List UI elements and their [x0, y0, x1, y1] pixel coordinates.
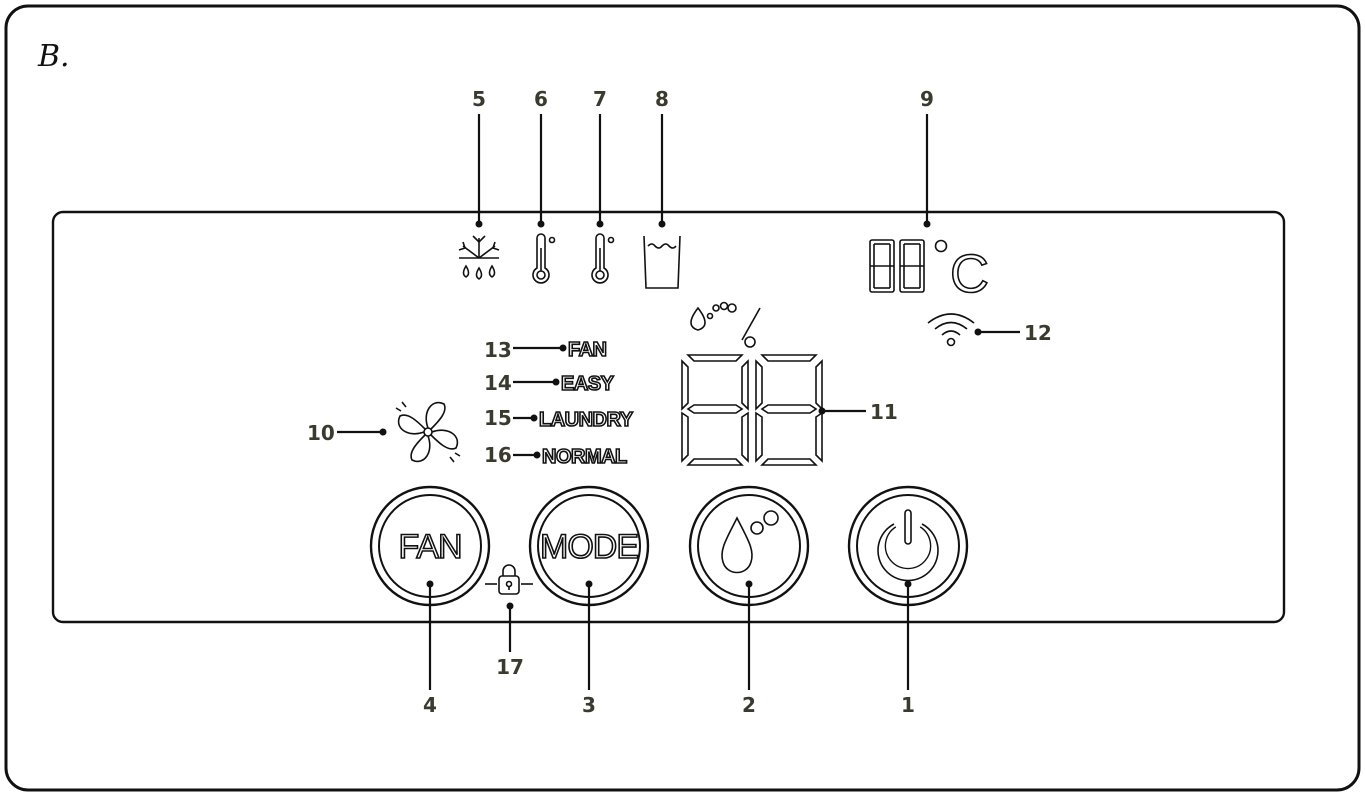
callout-10: 10: [307, 421, 387, 445]
callout-7: 7: [593, 87, 607, 228]
mode-label-easy: EASY: [561, 373, 615, 395]
svg-text:9: 9: [920, 87, 934, 111]
droplet-button-icon: [721, 510, 779, 574]
callout-12: 12: [974, 321, 1052, 345]
humidity-digits: [681, 354, 823, 466]
svg-text:5: 5: [472, 87, 486, 111]
callout-6: 6: [534, 87, 548, 228]
mode-indicator-laundry: 15 LAUNDRY: [484, 406, 635, 432]
mode-indicator-easy: 14 EASY: [484, 371, 616, 396]
seven-seg-digit-large: [755, 354, 823, 466]
mode-button-label: MODE: [540, 528, 638, 566]
mode-indicator-fan: 13 FAN: [484, 338, 608, 362]
svg-text:16: 16: [484, 443, 512, 467]
svg-text:7: 7: [593, 87, 607, 111]
svg-text:3: 3: [582, 693, 596, 717]
degree-symbol: [934, 239, 948, 253]
svg-text:1: 1: [901, 693, 915, 717]
fan-icon: [395, 401, 461, 463]
fan-button-label: FAN: [398, 528, 461, 566]
callout-17: 17: [496, 602, 524, 679]
mode-indicator-normal: 16 NORMAL: [484, 443, 628, 469]
svg-text:17: 17: [496, 655, 524, 679]
callout-9: 9: [920, 87, 934, 228]
callout-4: 4: [423, 580, 437, 717]
svg-text:2: 2: [742, 693, 756, 717]
temperature-digits: C: [869, 239, 990, 305]
svg-text:14: 14: [484, 371, 512, 395]
svg-text:12: 12: [1024, 321, 1052, 345]
svg-text:6: 6: [534, 87, 548, 111]
svg-text:13: 13: [484, 338, 512, 362]
figure-label: B.: [37, 39, 70, 74]
callout-2: 2: [742, 580, 756, 717]
callout-3: 3: [582, 580, 596, 717]
outer-frame: [4, 4, 1361, 792]
water-tank-icon: [643, 235, 681, 289]
svg-text:11: 11: [870, 400, 898, 424]
svg-text:15: 15: [484, 406, 512, 430]
callout-8: 8: [655, 87, 669, 228]
thermometer-icon-1: [532, 233, 556, 284]
thermometer-icon-2: [591, 233, 615, 284]
svg-text:4: 4: [423, 693, 437, 717]
droplet-percent-icon: [690, 301, 761, 348]
seven-seg-digit: [869, 239, 895, 293]
wifi-icon: [927, 313, 975, 347]
callout-1: 1: [901, 580, 915, 717]
mode-label-normal: NORMAL: [542, 446, 627, 468]
mode-label-fan: FAN: [568, 339, 607, 361]
svg-text:10: 10: [307, 421, 335, 445]
seven-seg-digit: [899, 239, 925, 293]
mode-label-laundry: LAUNDRY: [539, 409, 634, 431]
mode-button[interactable]: MODE: [528, 485, 650, 607]
celsius-unit: C: [950, 244, 989, 304]
snowflake-drops-icon: [458, 235, 500, 280]
power-icon: [877, 509, 939, 582]
seven-seg-digit-large: [681, 354, 749, 466]
lock-icon: [485, 564, 533, 595]
display-panel: [51, 210, 1286, 624]
callout-11: 11: [818, 400, 898, 424]
callout-5: 5: [472, 87, 486, 228]
svg-text:8: 8: [655, 87, 669, 111]
